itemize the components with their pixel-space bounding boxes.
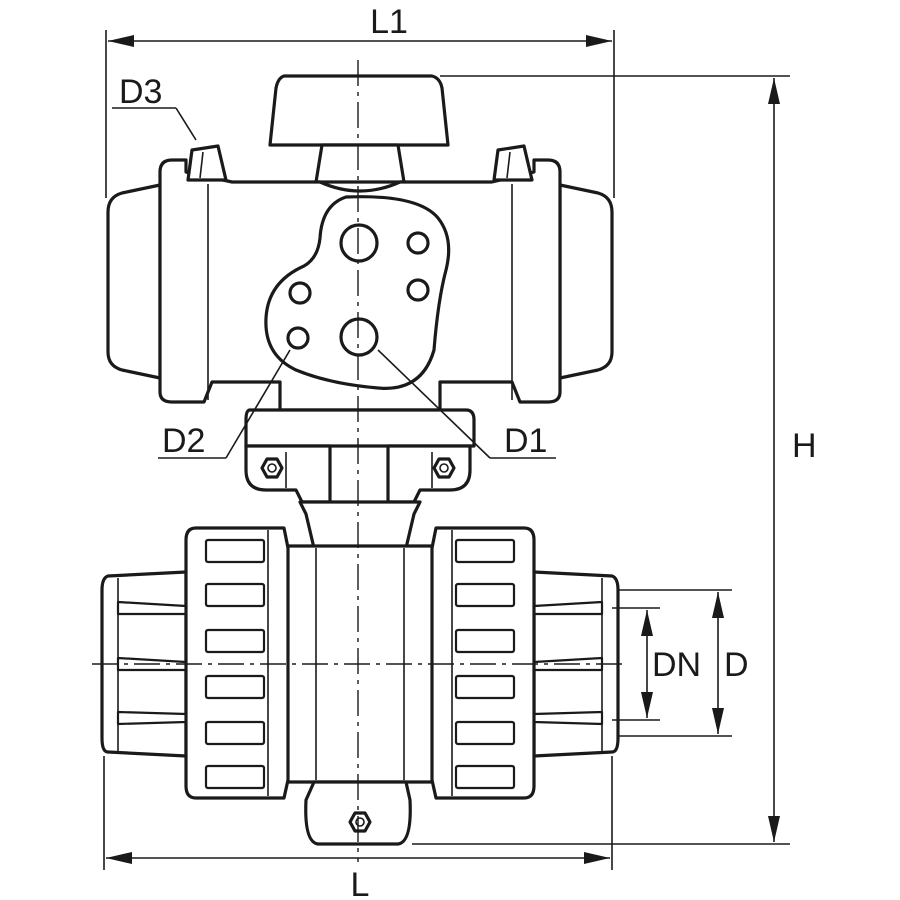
d2-hole-4 xyxy=(286,326,310,350)
label-l: L xyxy=(351,866,370,900)
label-d: D xyxy=(724,646,749,684)
bracket-bolt-right xyxy=(432,457,456,479)
left-union-nut xyxy=(184,526,290,800)
boss-right-detail xyxy=(506,151,511,179)
label-h: H xyxy=(792,427,817,465)
indicator-stem xyxy=(314,143,406,184)
valve-stem-neck xyxy=(298,500,422,550)
boss-right xyxy=(492,144,534,182)
dimension-l1 xyxy=(105,30,615,198)
label-d3: D3 xyxy=(119,73,162,111)
leader-d3 xyxy=(112,107,197,141)
label-dn: DN xyxy=(652,646,701,684)
dimension-dn xyxy=(612,607,660,721)
d2-hole-1 xyxy=(406,231,430,255)
label-d1: D1 xyxy=(504,422,547,460)
right-nut-grips xyxy=(454,538,516,790)
right-end-cap xyxy=(558,183,614,380)
leader-d1 xyxy=(377,349,556,459)
d2-hole-2 xyxy=(406,278,430,302)
dimension-d xyxy=(618,589,732,737)
bracket-top-flange xyxy=(244,408,476,448)
boss-left xyxy=(186,144,228,182)
bracket-right-leg xyxy=(386,444,472,504)
d2-hole-3 xyxy=(288,281,312,305)
dimension-h xyxy=(412,75,790,845)
left-nut-grips xyxy=(204,538,266,790)
d1-hole-bottom xyxy=(339,317,379,357)
d1-hole-top xyxy=(339,223,379,263)
dimension-l xyxy=(103,756,613,870)
label-d2: D2 xyxy=(162,422,205,460)
left-end-cap xyxy=(106,183,162,380)
bracket xyxy=(244,408,476,504)
bottom-bolt xyxy=(348,811,372,833)
bracket-bolt-left xyxy=(260,457,284,479)
valve-body xyxy=(100,500,620,846)
actuator xyxy=(106,74,614,412)
right-union-nut xyxy=(430,526,536,800)
bracket-left-leg xyxy=(244,444,332,504)
boss-left-detail xyxy=(199,151,204,179)
leader-d2 xyxy=(158,349,291,459)
position-indicator xyxy=(268,74,450,147)
label-l1: L1 xyxy=(370,3,408,41)
